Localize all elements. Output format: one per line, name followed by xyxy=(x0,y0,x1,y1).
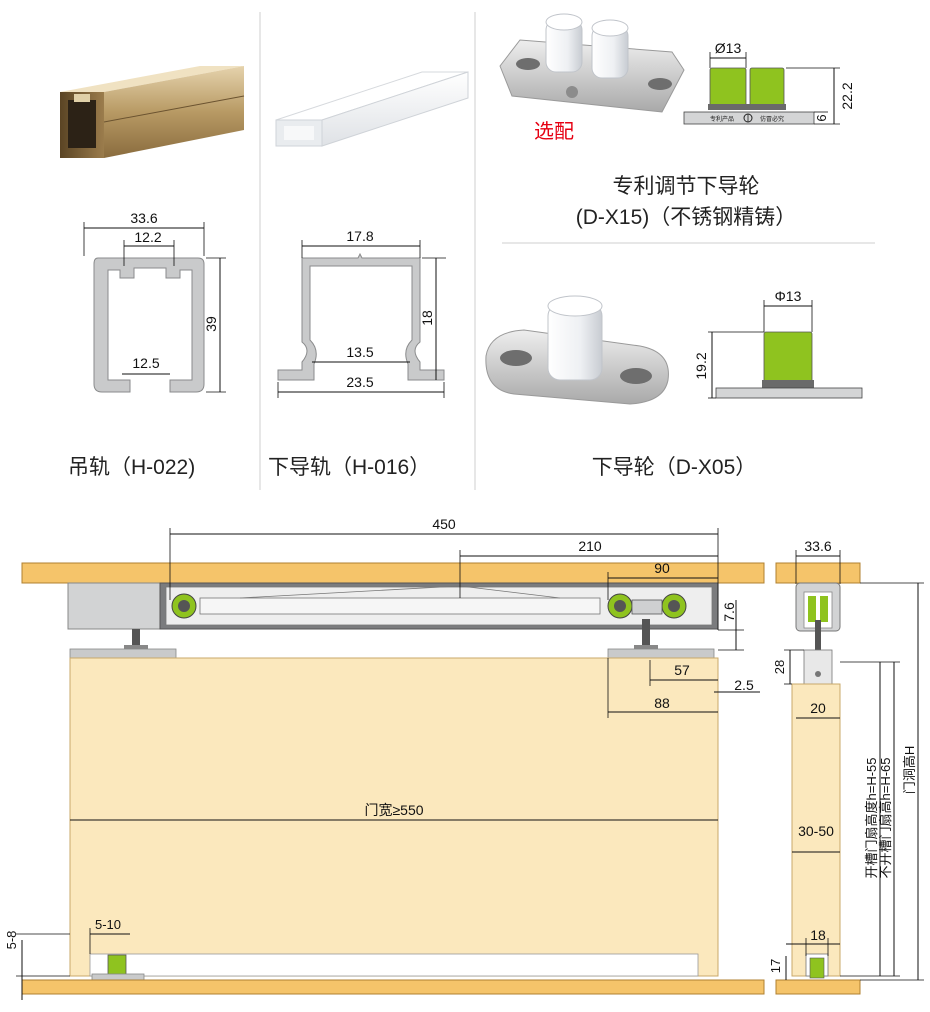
side-dim-30-50: 30-50 xyxy=(798,823,834,839)
adjustable-guide-caption-2: (D-X15)（不锈钢精铸） xyxy=(576,206,797,229)
bg-dim-height: 19.2 xyxy=(693,352,709,379)
hanging-rail-caption: 吊轨（H-022) xyxy=(68,456,195,479)
front-wheel-1 xyxy=(171,593,197,619)
hanging-rail-profile: 33.6 12.2 39 12.5 xyxy=(83,210,226,393)
side-height-unslotted: 不开槽门扇高h=H-65 xyxy=(878,758,893,879)
hanging-rail-photo xyxy=(60,66,245,158)
bottom-rail-profile: 17.8 18 13.5 23.5 xyxy=(277,228,446,398)
front-dim-57: 57 xyxy=(674,662,690,678)
side-dim-18: 18 xyxy=(810,927,826,943)
hr-dim-slot: 12.2 xyxy=(134,229,161,245)
front-dim-90: 90 xyxy=(654,560,670,576)
side-install-view: 33.6 28 20 30-50 18 17 开槽门扇高度h=H-55 不开槽门… xyxy=(768,538,924,995)
front-dim-450: 450 xyxy=(432,516,456,532)
front-wheel-3 xyxy=(661,593,687,619)
side-opening-height: 门洞高H xyxy=(902,746,917,794)
ag-dim-diameter: Ø13 xyxy=(715,40,742,56)
br-dim-height: 18 xyxy=(419,310,435,326)
plate-mark-1: 专利产品 xyxy=(710,115,734,123)
bg-dim-diameter: Φ13 xyxy=(775,288,802,304)
ag-dim-plate: 6 xyxy=(814,114,829,121)
front-dim-88: 88 xyxy=(654,695,670,711)
front-dim-5-8: 5-8 xyxy=(4,931,19,950)
adjustable-guide-photo xyxy=(499,13,685,113)
side-dim-17: 17 xyxy=(768,959,783,973)
front-dim-210: 210 xyxy=(578,538,602,554)
br-dim-width: 17.8 xyxy=(346,228,373,244)
bottom-rail-photo xyxy=(275,71,469,147)
bottom-guide-caption: 下导轮（D-X05） xyxy=(592,456,757,479)
adjustable-guide-drawing: 专利产品 仿冒必究 Ø13 22.2 6 xyxy=(683,40,855,125)
front-dim-2-5: 2.5 xyxy=(734,677,754,693)
front-wheel-2 xyxy=(607,593,633,619)
adjustable-guide-caption-1: 专利调节下导轮 xyxy=(613,175,760,198)
ag-dim-height: 22.2 xyxy=(839,82,855,109)
bottom-guide-drawing: Φ13 19.2 xyxy=(693,288,863,399)
side-dim-20: 20 xyxy=(810,700,826,716)
side-dim-28: 28 xyxy=(772,660,787,674)
plate-mark-2: 仿冒必究 xyxy=(760,115,784,123)
optional-label: 选配 xyxy=(534,120,574,143)
front-dim-5-10: 5-10 xyxy=(95,917,121,932)
side-height-slotted: 开槽门扇高度h=H-55 xyxy=(864,758,879,879)
hr-dim-width: 33.6 xyxy=(130,210,157,226)
front-dim-door-width: 门宽≥550 xyxy=(364,802,423,818)
bottom-guide-photo xyxy=(485,295,669,405)
hr-dim-opening: 12.5 xyxy=(132,355,159,371)
br-dim-base: 23.5 xyxy=(346,374,373,390)
front-install-view: 450 210 90 7.6 57 2.5 88 门宽≥550 5-10 5-8 xyxy=(4,516,765,1000)
hr-dim-height: 39 xyxy=(203,316,219,332)
br-dim-inner: 13.5 xyxy=(346,344,373,360)
side-dim-33-6: 33.6 xyxy=(804,538,831,554)
bottom-rail-caption: 下导轨（H-016） xyxy=(268,456,430,479)
front-dim-7-6: 7.6 xyxy=(721,602,737,622)
